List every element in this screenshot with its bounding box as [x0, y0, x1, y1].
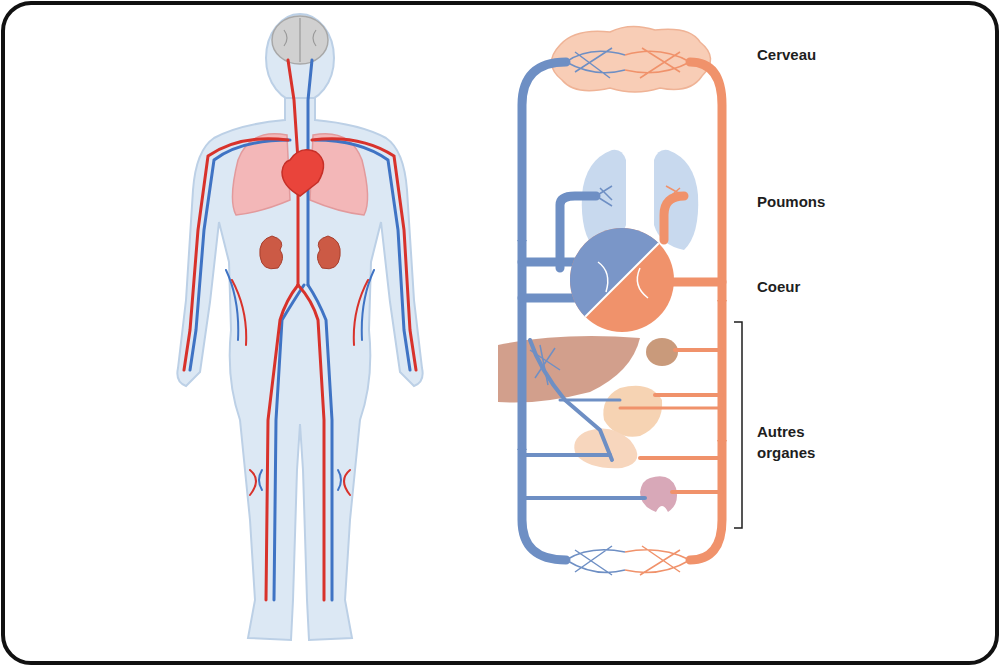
- body-arteries: [266, 285, 298, 600]
- flow-arrows: [517, 442, 527, 450]
- bracket: [734, 322, 742, 528]
- orange-vessels: [664, 196, 684, 240]
- orange-vessels: [675, 348, 722, 352]
- body-arteries: [184, 60, 416, 600]
- organ-shapes: [640, 476, 677, 512]
- heart: [282, 150, 324, 196]
- orange-vessels: [668, 278, 722, 287]
- orange-vessels: [690, 62, 722, 560]
- body-veins: [308, 60, 312, 160]
- kidneys: [260, 236, 283, 269]
- body-veins: [226, 270, 374, 340]
- flow-arrows: [517, 240, 727, 450]
- organ-shapes: [646, 338, 678, 366]
- capillaries: [530, 48, 690, 575]
- body-arteries: [250, 470, 350, 495]
- orange-vessels: [655, 393, 722, 397]
- heart-schematic: [570, 228, 674, 332]
- heart-schematic: [585, 243, 659, 317]
- capillaries: [530, 345, 560, 385]
- blue-vessels: [522, 258, 575, 267]
- organ-label: Cerveau: [757, 44, 917, 65]
- body-arteries: [232, 280, 368, 345]
- blue-vessels: [522, 453, 610, 457]
- lung-shapes: [654, 150, 698, 250]
- capillaries: [625, 546, 690, 575]
- organ-label: Autres organes: [757, 421, 829, 463]
- body-figure: [177, 98, 422, 640]
- blue-vessels: [560, 399, 620, 402]
- frame: [3, 3, 997, 663]
- flow-arrows: [717, 300, 727, 310]
- flow-arrows: [517, 240, 527, 248]
- capillaries: [566, 48, 625, 78]
- body-figure: [177, 14, 422, 640]
- heart-schematic: [570, 228, 659, 317]
- brain: [272, 16, 328, 64]
- body-veins: [190, 60, 410, 600]
- body-veins: [259, 470, 341, 490]
- flow-arrows: [717, 440, 727, 450]
- capillaries: [566, 546, 625, 575]
- body-arteries: [298, 285, 324, 600]
- body-figure: [266, 14, 334, 102]
- heart-schematic: [570, 228, 674, 332]
- brain: [272, 16, 328, 64]
- orange-vessels: [672, 490, 722, 494]
- organ-label: Coeur: [757, 276, 917, 297]
- capillaries: [625, 48, 690, 78]
- body-arteries: [184, 139, 288, 370]
- kidneys: [317, 236, 340, 269]
- heart-schematic: [598, 262, 648, 298]
- blue-vessels: [522, 496, 645, 500]
- orange-vessels: [620, 407, 722, 410]
- body-arteries: [312, 139, 416, 370]
- heart: [282, 150, 324, 196]
- blue-vessels: [522, 62, 566, 560]
- capillaries: [596, 186, 612, 206]
- kidneys: [260, 236, 341, 269]
- capillaries: [666, 186, 684, 206]
- organ-shapes: [603, 386, 662, 437]
- organ-label: Poumons: [757, 191, 917, 212]
- orange-vessels: [640, 456, 722, 460]
- lungs: [232, 134, 367, 215]
- body-arteries: [288, 60, 298, 160]
- brain: [284, 18, 316, 62]
